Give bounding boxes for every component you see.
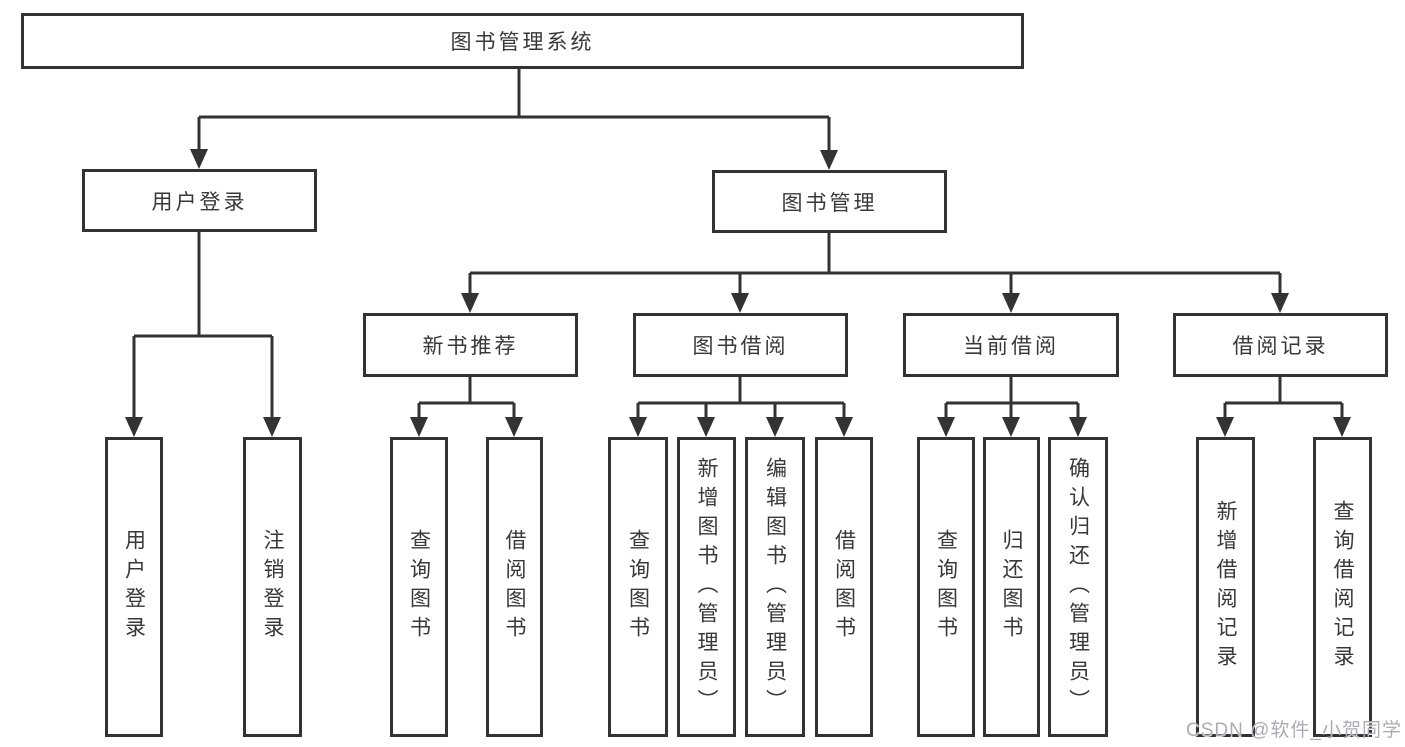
node-label: 编辑图书（管理员）	[763, 456, 787, 718]
leaf-query-borrow-record: 查询借阅记录	[1313, 437, 1372, 737]
leaf-edit-books-admin: 编辑图书（管理员）	[745, 437, 805, 737]
node-book-management: 图书管理	[712, 170, 947, 233]
node-label: 当前借阅	[963, 335, 1059, 358]
leaf-add-books-admin: 新增图书（管理员）	[677, 437, 736, 737]
node-book-borrowing: 图书借阅	[633, 313, 848, 377]
node-library-management-system: 图书管理系统	[21, 13, 1024, 69]
watermark: CSDN @软件_小贺同学	[1186, 720, 1402, 741]
leaf-add-borrow-record: 新增借阅记录	[1196, 437, 1255, 737]
node-label: 归还图书	[1000, 529, 1023, 645]
node-label: 新增借阅记录	[1214, 500, 1237, 674]
node-label: 新书推荐	[422, 335, 519, 358]
node-label: 借阅图书	[503, 529, 526, 645]
leaf-query-books-borrowing: 查询图书	[608, 437, 668, 737]
leaf-return-books: 归还图书	[983, 437, 1040, 737]
leaf-query-books-recommend: 查询图书	[390, 437, 448, 737]
leaf-borrow-books-borrowing: 借阅图书	[815, 437, 873, 737]
node-borrowing-records: 借阅记录	[1173, 313, 1388, 377]
node-label: 注销登录	[261, 529, 284, 645]
node-label: 借阅记录	[1232, 335, 1329, 358]
node-label: 新增图书（管理员）	[695, 456, 718, 718]
node-new-book-recommend: 新书推荐	[363, 313, 578, 377]
node-label: 用户登录	[151, 190, 248, 214]
leaf-user-login: 用户登录	[105, 437, 163, 737]
node-label: 查询图书	[407, 529, 431, 645]
leaf-query-books-current: 查询图书	[917, 437, 975, 737]
node-label: 确认归还（管理员）	[1066, 456, 1090, 718]
node-label: 借阅图书	[832, 529, 856, 645]
leaf-confirm-return-admin: 确认归还（管理员）	[1048, 437, 1108, 737]
node-user-login: 用户登录	[82, 169, 317, 232]
node-label: 查询借阅记录	[1331, 500, 1354, 674]
node-label: 图书管理	[781, 191, 878, 215]
node-current-borrowing: 当前借阅	[903, 313, 1119, 377]
node-label: 图书管理系统	[450, 31, 595, 54]
leaf-logout: 注销登录	[243, 437, 302, 737]
node-label: 查询图书	[934, 529, 958, 645]
node-label: 用户登录	[122, 529, 146, 645]
leaf-borrow-books-recommend: 借阅图书	[486, 437, 543, 737]
node-label: 查询图书	[626, 529, 650, 645]
node-label: 图书借阅	[692, 335, 789, 358]
